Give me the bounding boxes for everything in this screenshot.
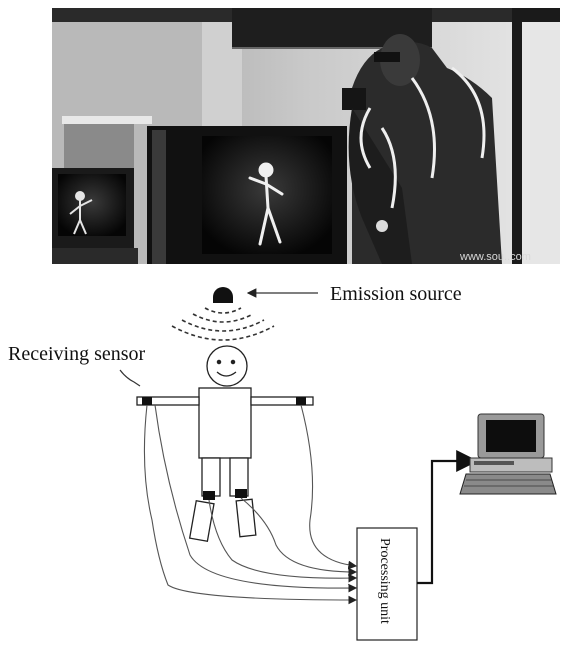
- figure-left-thigh: [201, 457, 221, 497]
- figure-right-shin: [235, 498, 257, 538]
- sensor-left-knee: [203, 491, 215, 500]
- sensor-right-knee: [235, 489, 247, 498]
- sensor-left-wrist: [142, 397, 152, 405]
- receiving-sensor-label: Receiving sensor: [8, 343, 146, 365]
- computer-icon: [459, 413, 557, 495]
- emission-source-label: Emission source: [330, 283, 462, 305]
- figure-head: [206, 345, 248, 387]
- emission-source-icon: [213, 287, 233, 303]
- processing-unit-label: Processing unit: [377, 538, 392, 624]
- figure-right-arm: [250, 396, 314, 406]
- receiving-sensor-pointer: [119, 369, 141, 387]
- sensor-right-wrist: [296, 397, 306, 405]
- emission-waves: [171, 307, 275, 341]
- motion-capture-photo: www.sou..com: [52, 8, 560, 264]
- output-arrow: [417, 450, 479, 585]
- figure-torso: [198, 387, 252, 459]
- figure-left-shin: [188, 499, 215, 543]
- photo-watermark: www.sou..com: [459, 251, 531, 263]
- figure-left-arm: [136, 396, 200, 406]
- sensor-wires: [143, 404, 358, 605]
- processing-unit-box: [356, 527, 418, 641]
- human-figure: [136, 345, 314, 543]
